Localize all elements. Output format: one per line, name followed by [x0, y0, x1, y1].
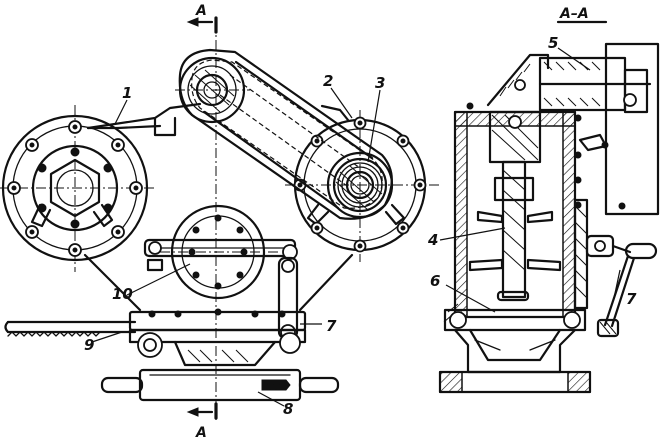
centre-wheel [160, 204, 278, 300]
bottom-cylinder [100, 368, 340, 402]
spindle [493, 160, 535, 302]
left-wheel-bolts [7, 120, 143, 257]
section-body [453, 102, 582, 319]
section-view [438, 20, 660, 394]
callout-7: 7 [326, 317, 337, 335]
callout-8: 8 [283, 400, 293, 418]
section-leader-lines [439, 47, 621, 313]
callout-4: 4 [427, 231, 438, 249]
base-rail [128, 308, 307, 367]
callout-5: 5 [548, 34, 558, 52]
section-mark-top-label: A [195, 3, 207, 19]
section-title: A–A [559, 6, 589, 22]
callout-10: 10 [112, 285, 133, 303]
discharge-chute [438, 303, 592, 394]
callout-3: 3 [375, 74, 385, 92]
leader-lines [91, 87, 381, 407]
section-mark-bottom-label: A [195, 425, 207, 440]
housing-right-lower-edge [298, 253, 354, 312]
vertical-link [277, 256, 299, 340]
side-coupling [573, 133, 658, 338]
callout-9: 9 [84, 336, 94, 354]
housing-top-left-edge [86, 102, 202, 130]
housing-left-lower-edge [83, 253, 142, 312]
callout-6: 6 [430, 272, 440, 290]
mixer-paddles [468, 210, 562, 272]
callout-1: 1 [122, 84, 132, 102]
front-view [0, 16, 440, 420]
callout-2: 2 [323, 72, 333, 90]
connecting-rod [143, 238, 298, 272]
gear-housing [486, 42, 660, 216]
bottom-sprocket [326, 151, 394, 219]
rack [4, 320, 137, 337]
callout-7-section: 7 [626, 290, 637, 308]
top-sprocket [175, 56, 250, 124]
